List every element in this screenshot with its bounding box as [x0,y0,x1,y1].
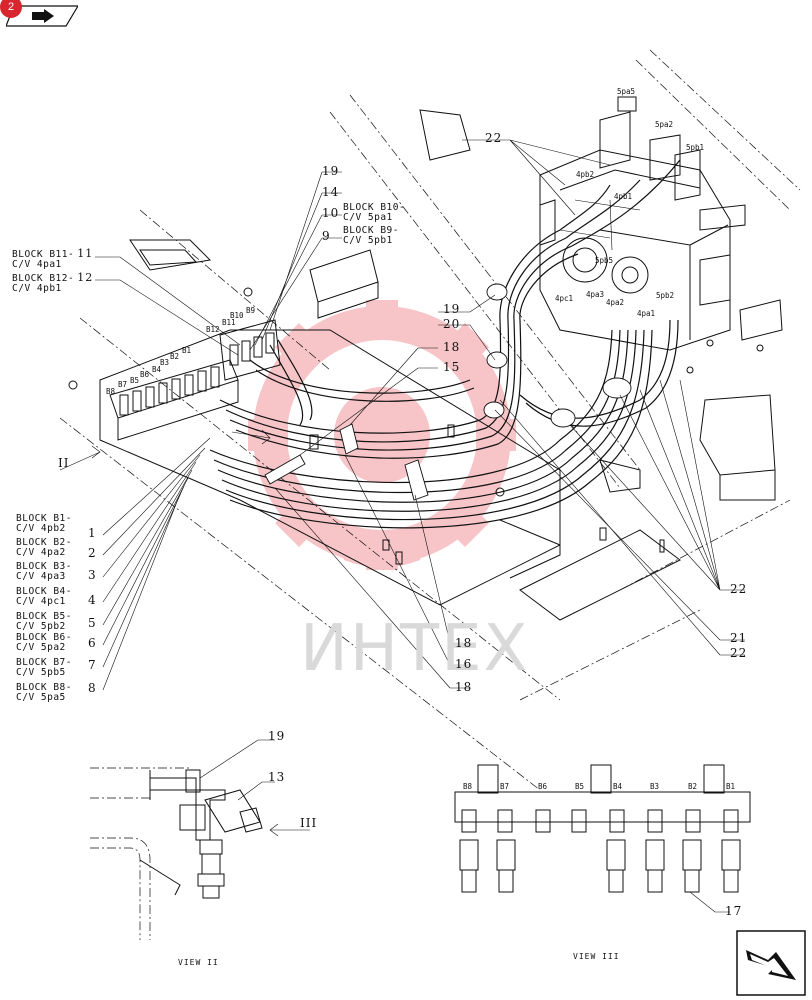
view-iii-tag: B8 [463,782,473,791]
callout-6: 6 [88,636,97,650]
callout-1: 1 [88,526,97,540]
port-tag: 4pa3 [586,290,605,299]
label-block-b4: BLOCK B4-C/V 4pc1 [16,586,72,607]
callout-22: 22 [730,582,748,596]
label-block-b8: BLOCK B8-C/V 5pa5 [16,682,72,703]
view-iii-tag: B6 [538,782,548,791]
block-tag: B1 [182,346,192,355]
block-tag: B5 [130,376,140,385]
callout-18: 18 [455,680,473,694]
view-iii-tag: B7 [500,782,510,791]
callout-22: 22 [485,131,503,145]
callout-19: 19 [443,302,461,316]
control-valve [539,96,783,351]
block-tag: B7 [118,380,128,389]
port-tag: 4pb1 [614,192,633,201]
view-ii-arrow-label: II [58,456,70,470]
mounting-plates [99,109,776,621]
block-tag: B2 [170,352,180,361]
block-tag: B9 [246,306,256,315]
callout-22: 22 [730,646,748,660]
port-tag: 5pb1 [686,143,705,152]
manifold-block [109,319,281,441]
view-iii-tag: B1 [726,782,736,791]
view-ii-caption: VIEW II [178,958,219,967]
callout-8: 8 [88,681,97,695]
port-tag: 5pb2 [656,291,675,300]
view-iii-tag: B2 [688,782,698,791]
callout-21: 21 [730,631,748,645]
callout-7: 7 [88,658,97,672]
callout-18: 18 [455,636,473,650]
callout-19: 19 [268,729,286,743]
watermark-text: ИНТЕХ [300,612,530,686]
label-block-b9: BLOCK B9-C/V 5pb1 [343,225,399,246]
block-tag: B6 [140,370,150,379]
callout-2: 2 [88,546,97,560]
callout-5: 5 [88,616,97,630]
callout-19: 19 [322,164,340,178]
next-nav-button[interactable] [736,930,806,996]
clamps [264,283,632,501]
block-tag: B12 [206,325,220,334]
port-tag: 4pa1 [637,309,656,318]
callout-3: 3 [88,568,97,582]
port-tag: 4pc1 [555,294,574,303]
port-tag: 4pa2 [606,298,625,307]
block-tag: B3 [160,358,170,367]
block-tag: B10 [230,311,244,320]
callout-4: 4 [88,593,97,607]
label-block-b6: BLOCK B6-C/V 5pa2 [16,632,72,653]
block-tag: B4 [152,365,162,374]
arrow-icon [736,930,806,996]
view-iii-drawing [454,764,751,913]
view-iii-tag: B5 [575,782,585,791]
label-block-b3: BLOCK B3-C/V 4pa3 [16,561,72,582]
callout-13: 13 [268,770,286,784]
label-block-b5: BLOCK B5-C/V 5pb2 [16,611,72,632]
arrow-icon [5,5,80,27]
view-iii-arrow-label: III [300,816,318,830]
view-iii-caption: VIEW III [573,952,620,961]
port-tag: 5pa2 [655,120,674,129]
callout-9: 9 [322,229,331,243]
view-iii-tag: B3 [650,782,660,791]
label-block-b10: BLOCK B10-C/V 5pa1 [343,202,406,223]
label-block-b2: BLOCK B2-C/V 4pa2 [16,537,72,558]
port-tag: 4pb2 [576,170,595,179]
label-block-b7: BLOCK B7-C/V 5pb5 [16,657,72,678]
back-nav-button[interactable]: 2 [0,0,80,28]
bolts [68,287,764,565]
port-tag: 5pb5 [595,256,614,265]
page-badge: 2 [0,0,22,18]
callout-14: 14 [322,185,340,199]
port-tag: 5pa5 [617,87,636,96]
label-block-b1: BLOCK B1-C/V 4pb2 [16,513,72,534]
block-tag: B8 [106,387,116,396]
callout-16: 16 [455,657,473,671]
callout-18: 18 [443,340,461,354]
callout-15: 15 [443,360,461,374]
callout-17: 17 [725,904,743,918]
block-tag: B11 [222,318,236,327]
view-ii-drawing [90,739,310,940]
callout-20: 20 [443,317,461,331]
view-iii-tag: B4 [613,782,623,791]
callout-10: 10 [322,206,340,220]
leader-lines [59,139,745,691]
